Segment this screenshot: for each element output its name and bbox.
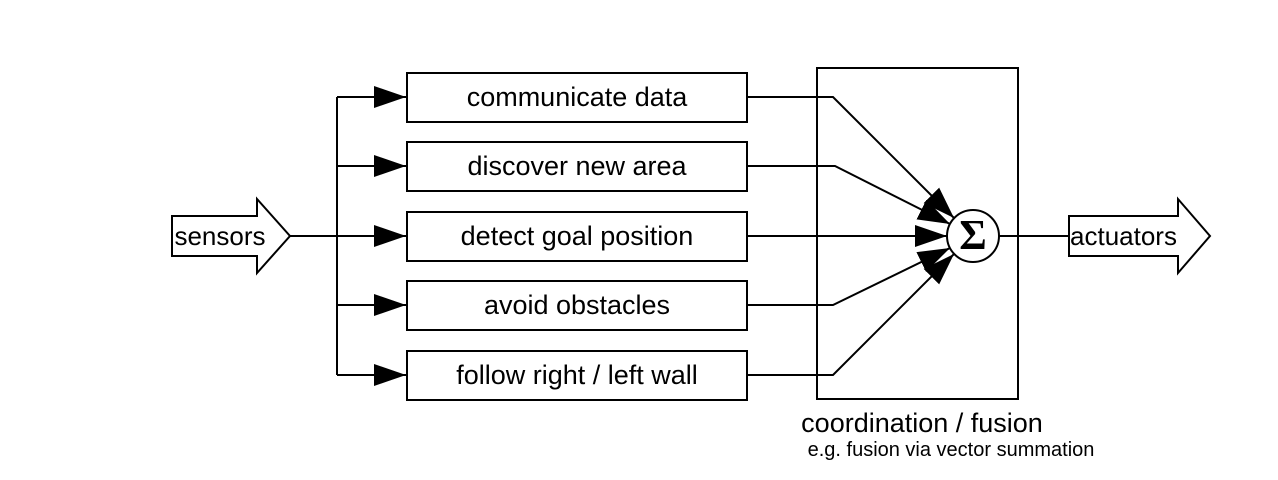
behavior-box-follow-wall: follow right / left wall	[406, 349, 748, 401]
coordination-subtitle: e.g. fusion via vector summation	[807, 439, 1095, 461]
actuators-label: actuators	[1070, 220, 1177, 251]
behavior-label: avoid obstacles	[483, 289, 671, 320]
behavior-label: follow right / left wall	[456, 359, 698, 390]
sensors-label: sensors	[174, 220, 266, 251]
fusion-input-2	[747, 165, 951, 225]
fusion-input-1	[747, 96, 955, 219]
behavior-label: detect goal position	[460, 220, 694, 251]
coordination-title: coordination / fusion	[801, 408, 1043, 438]
behavior-box-communicate-data: communicate data	[406, 71, 748, 123]
fusion-input-5	[747, 253, 955, 376]
sigma-symbol: Σ	[959, 213, 987, 259]
fusion-input-4	[747, 247, 951, 306]
sensors-arrow-shape	[171, 196, 292, 276]
coordination-box	[816, 67, 1019, 400]
behavior-box-detect-goal-position: detect goal position	[406, 210, 748, 262]
actuators-arrow-shape	[1068, 196, 1212, 276]
behavior-box-avoid-obstacles: avoid obstacles	[406, 279, 748, 331]
summation-circle	[946, 209, 1000, 263]
behavior-label: discover new area	[467, 150, 687, 181]
behavior-label: communicate data	[466, 81, 688, 112]
behavior-box-discover-new-area: discover new area	[406, 140, 748, 192]
